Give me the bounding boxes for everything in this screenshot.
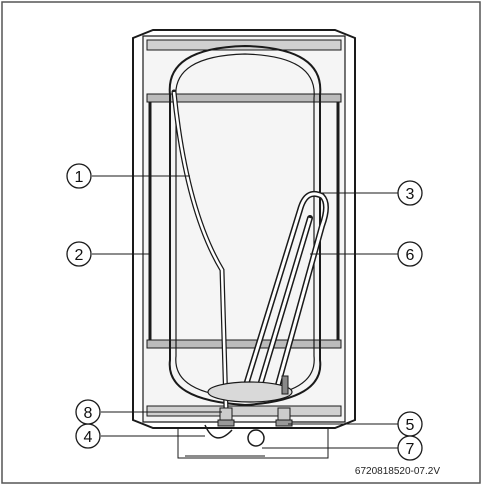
callout-8: 8 xyxy=(75,399,101,425)
callout-2-label: 2 xyxy=(75,247,84,264)
callout-5: 5 xyxy=(397,411,423,437)
callout-7-label: 7 xyxy=(406,441,415,458)
callout-5-label: 5 xyxy=(406,417,415,434)
inner-tank xyxy=(168,44,322,407)
bottom-fittings xyxy=(177,407,329,459)
callout-1-label: 1 xyxy=(75,169,84,186)
hot-water-pipe xyxy=(171,89,229,411)
callout-1: 1 xyxy=(66,163,92,189)
callout-2: 2 xyxy=(66,241,92,267)
callout-3: 3 xyxy=(397,180,423,206)
thermostat-pocket xyxy=(255,215,313,395)
callout-6: 6 xyxy=(397,241,423,267)
heating-flange xyxy=(207,375,293,403)
figure-reference-code: 6720818520-07.2V xyxy=(355,466,440,477)
callout-6-label: 6 xyxy=(406,247,415,264)
callout-8-label: 8 xyxy=(84,405,93,422)
callout-7: 7 xyxy=(397,435,423,461)
callout-4-label: 4 xyxy=(84,429,93,446)
leader-lines xyxy=(92,175,398,449)
callout-4: 4 xyxy=(75,423,101,449)
callout-3-label: 3 xyxy=(406,186,415,203)
heating-element xyxy=(243,190,329,395)
